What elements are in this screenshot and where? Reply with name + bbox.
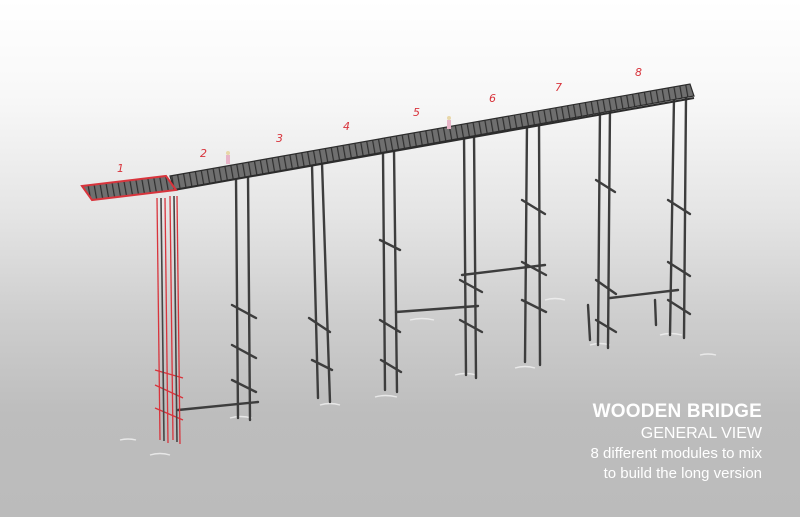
module-label-3: 3 <box>276 132 283 145</box>
human-figures <box>226 116 451 164</box>
module-label-4: 4 <box>343 120 350 133</box>
module-label-5: 5 <box>413 106 420 119</box>
bridge-legs <box>176 94 692 422</box>
caption-line-2: to build the long version <box>603 465 762 482</box>
module-1-highlight <box>80 174 184 445</box>
caption-block: WOODEN BRIDGE GENERAL VIEW 8 different m… <box>591 400 762 484</box>
caption-title: WOODEN BRIDGE <box>592 401 762 422</box>
module-label-6: 6 <box>489 92 496 105</box>
caption-line-1: 8 different modules to mix <box>590 445 762 462</box>
module-labels: 1 2 3 4 5 6 7 8 <box>117 66 642 175</box>
module-label-1: 1 <box>117 162 124 175</box>
module-label-2: 2 <box>200 147 207 160</box>
module-label-7: 7 <box>555 81 562 94</box>
caption-subtitle: GENERAL VIEW <box>640 425 762 442</box>
module-label-8: 8 <box>635 66 642 79</box>
bridge-deck <box>169 83 695 191</box>
